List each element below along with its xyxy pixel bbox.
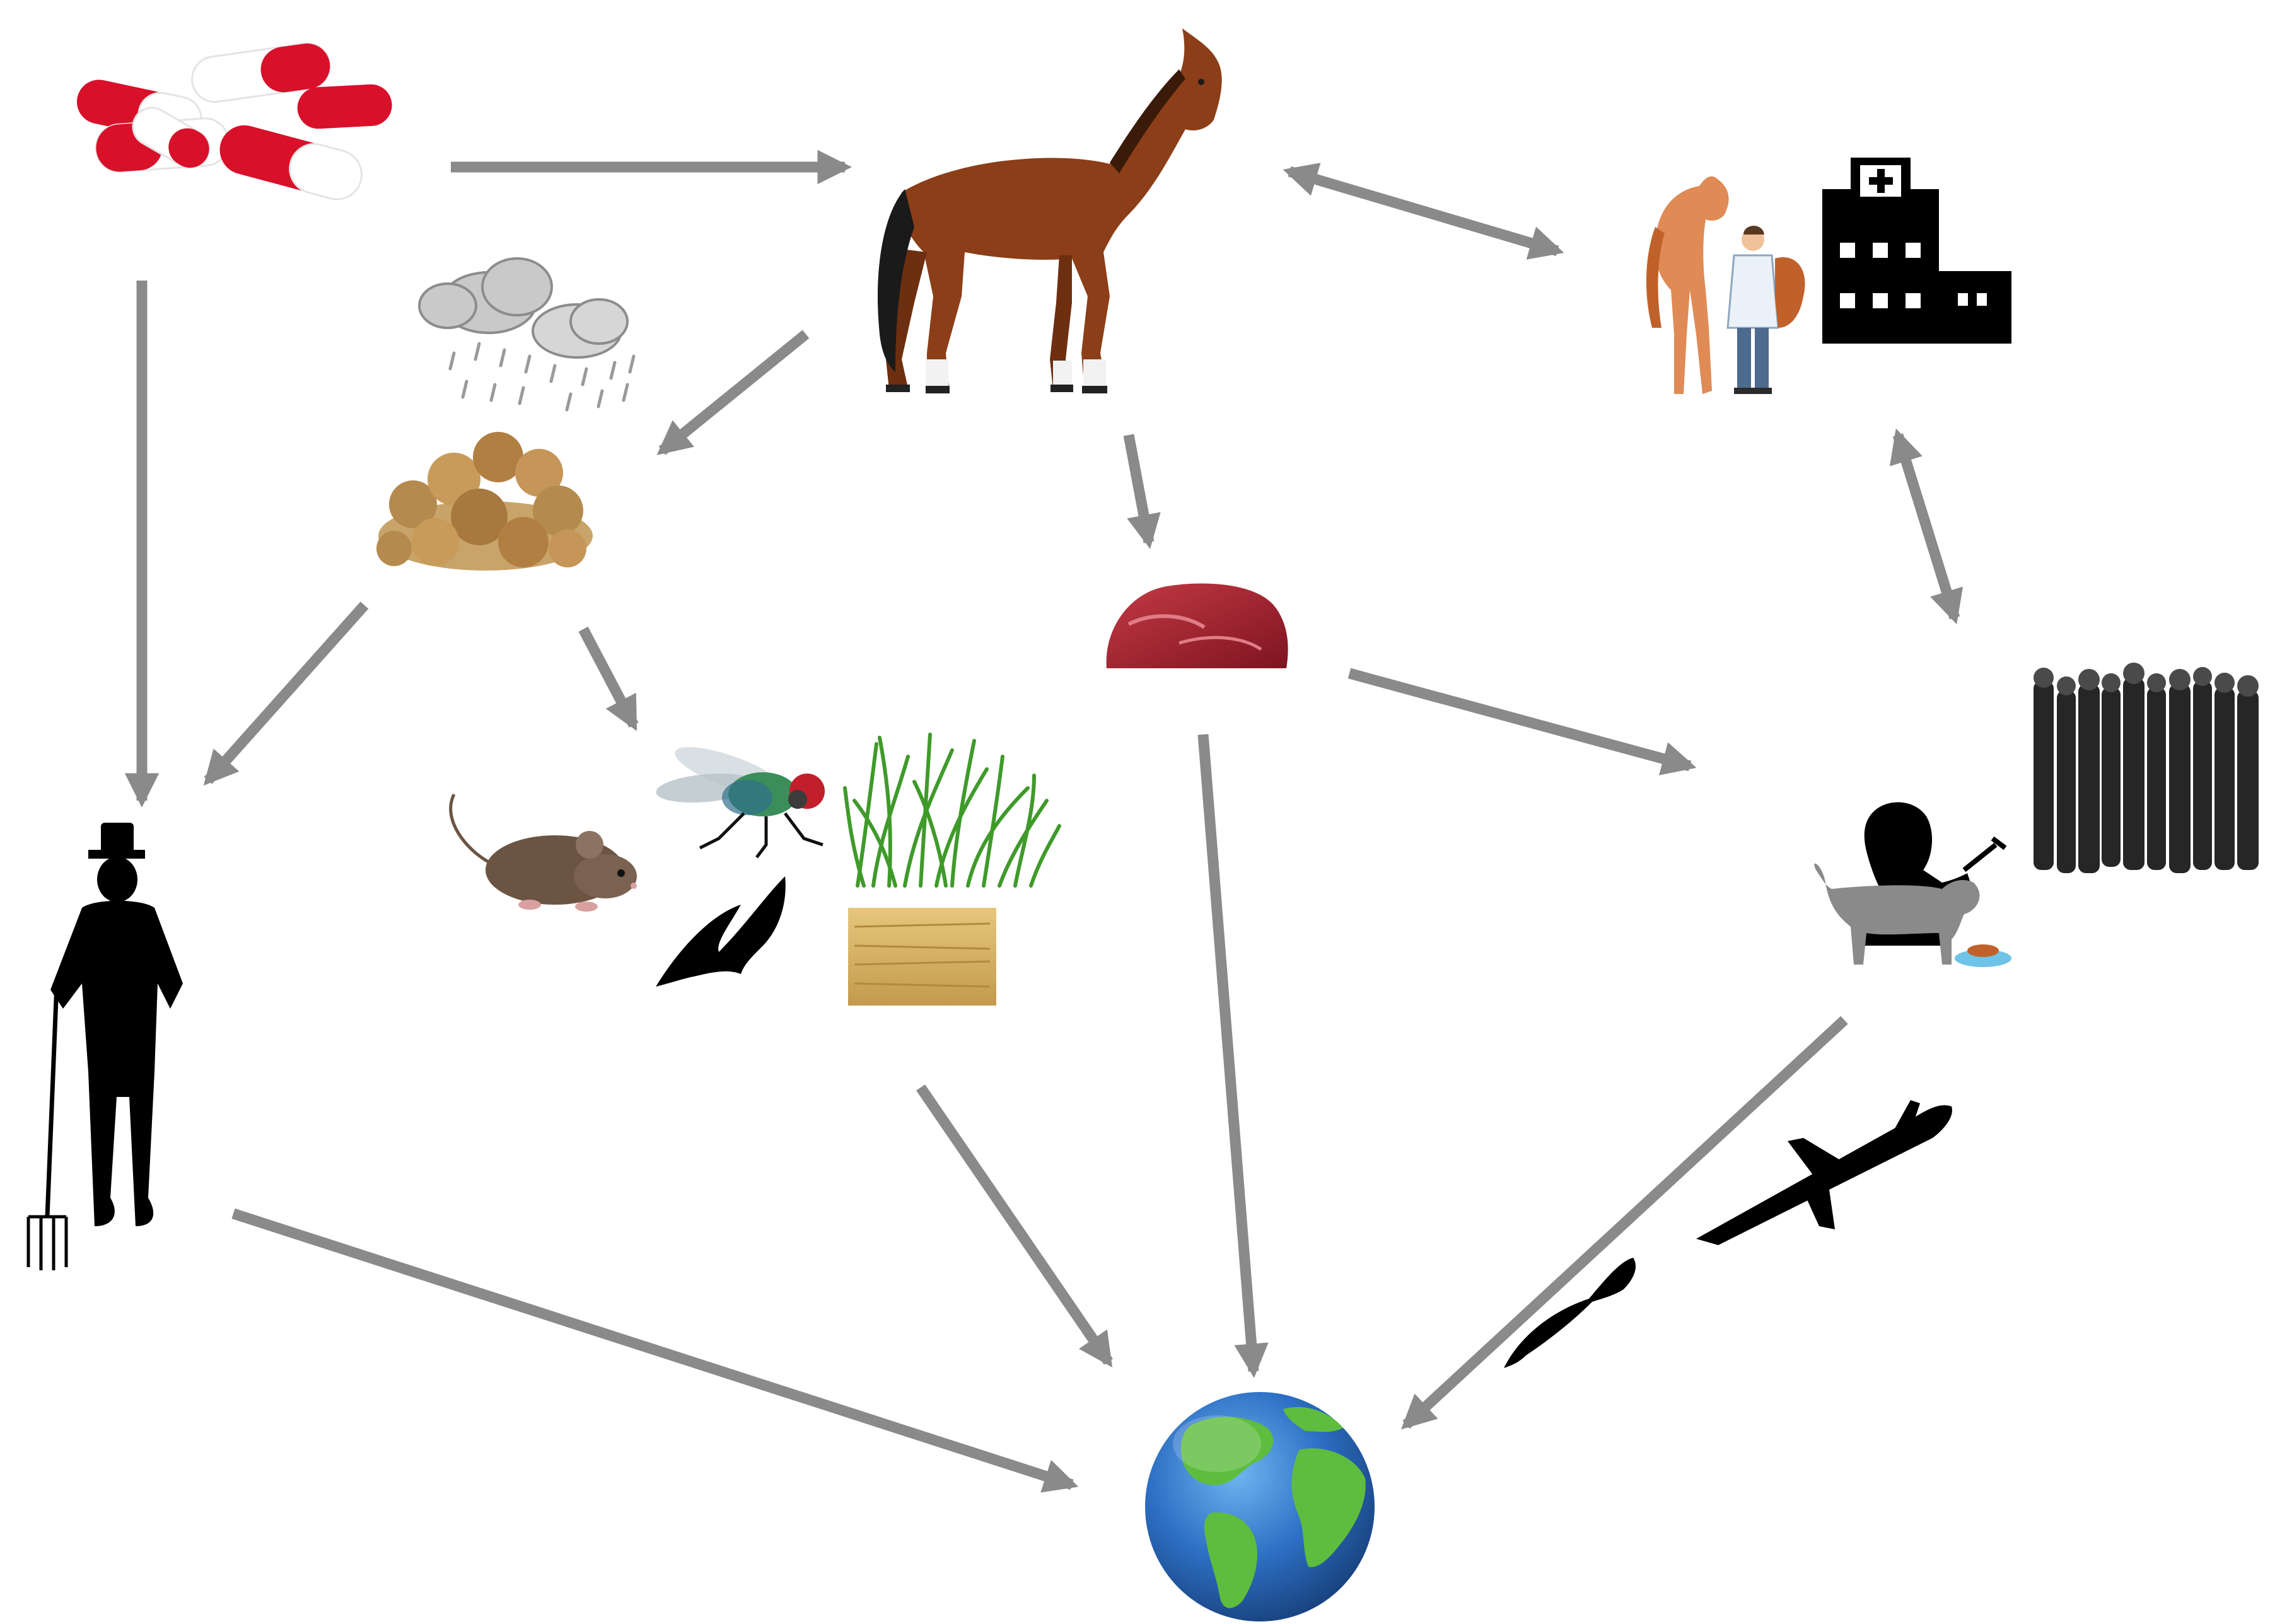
dog-eating-icon <box>1814 863 2011 967</box>
bird-silhouette-icon <box>656 876 786 987</box>
vet-hospital-icon <box>1646 158 2011 394</box>
arrows-layer <box>124 149 1964 1493</box>
raw-meat-icon <box>1106 583 1288 668</box>
mouse-icon <box>449 793 637 912</box>
rain-cloud-manure-icon <box>376 257 636 571</box>
arrow-manure-to-farmer <box>203 601 369 786</box>
arrow-manure-to-wildlife <box>578 627 639 731</box>
airplane-bird-icon <box>1504 1100 1952 1368</box>
arrow-horse-vet-hospital <box>1283 163 1564 260</box>
bird-flying-icon <box>1504 1258 1636 1368</box>
arrow-community-to-environment <box>1401 1016 1848 1430</box>
manure-icon <box>376 432 593 571</box>
crowd-silhouette-icon <box>2034 663 2259 873</box>
arrow-wildlife-to-environment <box>916 1084 1114 1367</box>
rain-cloud-icon <box>418 257 636 412</box>
fly-icon <box>656 746 825 859</box>
arrow-horse-to-meat <box>1123 434 1161 549</box>
mouse-fly-bird-grass-hay-icon <box>449 733 1061 1006</box>
arrow-meat-to-community <box>1347 668 1697 775</box>
capsules-icon <box>76 42 392 200</box>
airplane-icon <box>1696 1100 1952 1245</box>
people-dog-icon <box>1814 663 2259 967</box>
arrow-farmer-to-environment <box>231 1208 1079 1493</box>
arrow-hospital-community <box>1889 428 1964 625</box>
arrow-meat-to-environment <box>1197 734 1269 1378</box>
hay-bale-icon <box>848 908 996 1006</box>
farmer-pitchfork-icon <box>26 823 183 1270</box>
arrow-horse-to-manure <box>656 330 810 455</box>
horse-icon <box>877 28 1222 393</box>
grass-icon <box>843 733 1061 888</box>
globe-icon <box>1145 1392 1375 1621</box>
